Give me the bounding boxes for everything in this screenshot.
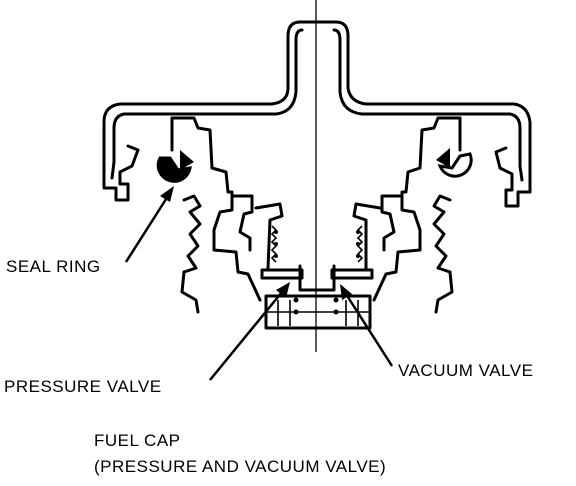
pressure-valve-arrow [209,282,290,381]
vacuum-valve-label: VACUUM VALVE [398,361,533,380]
cap-body-left [170,116,262,314]
pressure-valve-label: PRESSURE VALVE [4,377,162,396]
cap-body-right [372,116,462,314]
cap-outer-shell [102,20,532,208]
seal-ring-arrow [124,186,174,263]
valve-assembly [254,202,382,330]
vacuum-valve-arrow [340,284,394,367]
caption-title: FUEL CAP [94,431,181,450]
seal-ring-left [156,150,194,183]
seal-ring-label: SEAL RING [6,257,101,276]
caption-subtitle: (PRESSURE AND VACUUM VALVE) [94,457,386,476]
seal-ring-right [436,148,473,178]
